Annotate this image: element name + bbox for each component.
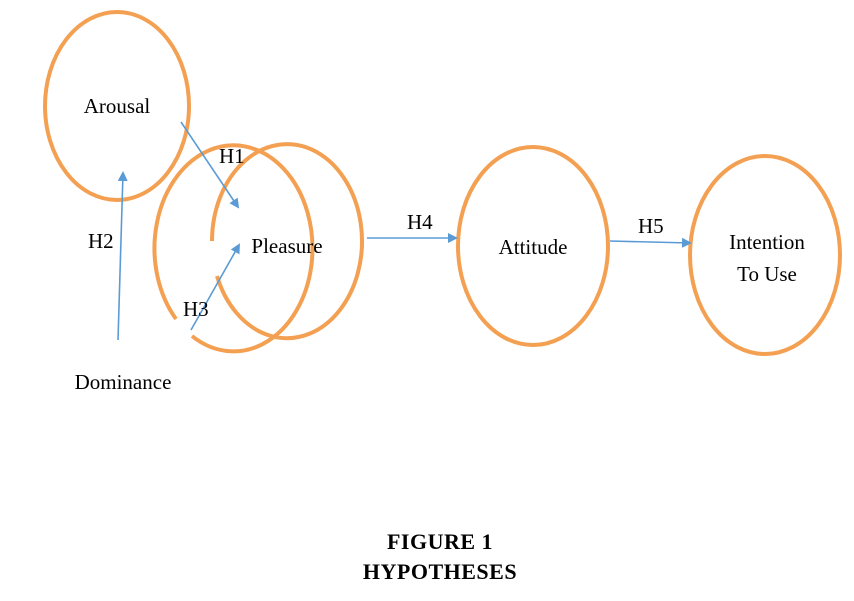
arrow-h2-dominance-to-arousal [117, 171, 128, 341]
figure-caption-title: HYPOTHESES [363, 559, 517, 584]
arousal-label: Arousal [84, 94, 151, 118]
dominance-node [152, 143, 315, 354]
attitude-label: Attitude [499, 235, 568, 259]
h5-label: H5 [638, 214, 664, 238]
arousal-node [43, 10, 191, 202]
intention-label-line1: Intention [729, 230, 805, 254]
h4-label: H4 [407, 210, 433, 234]
h3-label: H3 [183, 297, 209, 321]
h2-label: H2 [88, 229, 114, 253]
intention-label-line2: To Use [737, 262, 797, 286]
arrow-h3-dominance-to-pleasure [190, 243, 240, 331]
attitude-node [456, 145, 610, 347]
intention-to-use-node [688, 154, 842, 356]
h1-label: H1 [219, 144, 245, 168]
pleasure-node [210, 142, 364, 341]
arrow-h5-attitude-to-intention [609, 237, 692, 248]
figure-caption-number: FIGURE 1 [387, 529, 493, 554]
dominance-label: Dominance [75, 370, 172, 394]
pleasure-label: Pleasure [251, 234, 322, 258]
arrow-h1-arousal-to-pleasure [180, 121, 240, 209]
